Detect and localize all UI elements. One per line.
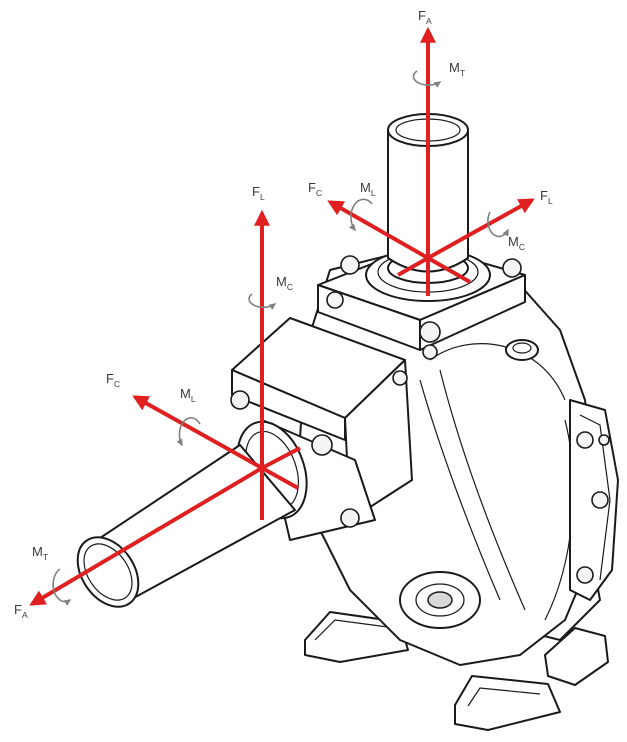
label-side-force-axial: FA (14, 602, 28, 620)
load-labels: FA MT FC ML FL MC FL MC FC ML MT FA (14, 8, 553, 620)
side-flange-block (230, 317, 413, 541)
top-line-c-tail (427, 256, 471, 284)
pump-drawing (76, 113, 619, 731)
label-side-moment-l: ML (180, 386, 196, 404)
label-top-moment-l: ML (360, 180, 376, 198)
label-top-moment-c: MC (508, 234, 525, 252)
top-nozzle-loads (327, 26, 535, 296)
side-force-c-arrow (132, 395, 263, 470)
label-side-force-l: FL (252, 184, 265, 202)
top-moment-c-arrow (487, 211, 509, 238)
pump-rear-cover (569, 399, 619, 601)
label-top-force-axial: FA (418, 8, 432, 26)
top-line-l-tail (397, 256, 429, 277)
side-axis-tail-up (261, 446, 301, 470)
label-top-force-c: FC (308, 180, 322, 198)
top-force-l-arrow (427, 198, 535, 260)
top-force-c-arrow (327, 200, 429, 260)
side-nozzle-loads (29, 209, 301, 606)
side-force-axial-arrow (29, 466, 264, 606)
label-side-force-c: FC (106, 371, 120, 389)
side-moment-torsion-arrow (52, 568, 72, 606)
label-side-moment-torsion: MT (32, 544, 48, 562)
top-moment-torsion-arrow (412, 70, 442, 88)
label-top-moment-torsion: MT (449, 60, 465, 78)
label-top-force-l: FL (540, 188, 553, 206)
side-pipe (76, 444, 296, 608)
side-axis-tail-right (261, 466, 299, 490)
side-moment-c-arrow (248, 293, 277, 310)
label-side-moment-c: MC (276, 274, 293, 292)
side-moment-l-arrow (176, 417, 201, 447)
top-moment-l-arrow (349, 198, 373, 232)
